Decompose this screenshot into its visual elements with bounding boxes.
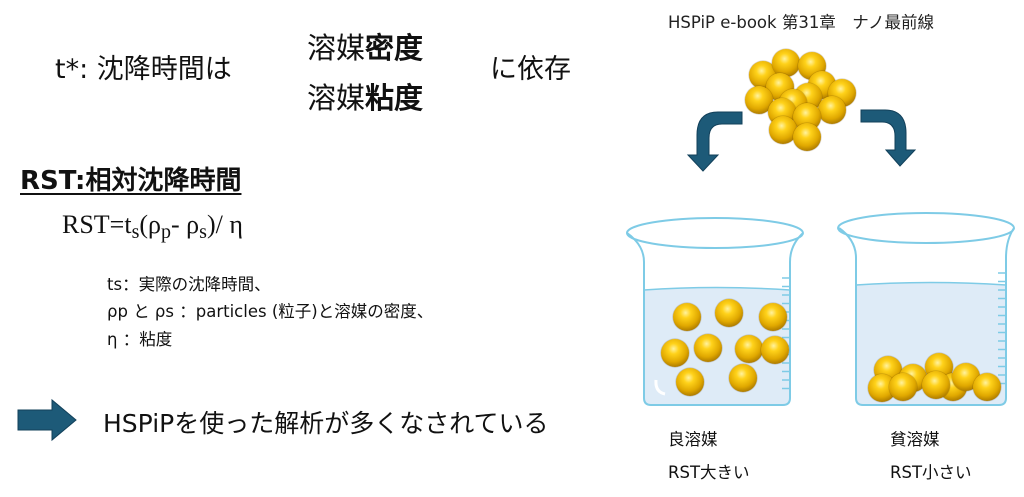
particle xyxy=(922,371,950,399)
particle xyxy=(761,336,789,364)
dependency-viscosity: 溶媒粘度 xyxy=(307,75,423,117)
note-density: ρp と ρs ：particles (粒子)と溶媒の密度、 xyxy=(107,302,434,321)
good-solvent-label: 良溶媒 xyxy=(668,430,718,449)
conclusion-text: HSPiPを使った解析が多くなされている xyxy=(103,409,549,438)
formula-sub: s xyxy=(199,221,207,243)
formula-sub: s xyxy=(131,221,140,243)
particle xyxy=(661,339,689,367)
dependency-density: 溶媒密度 xyxy=(307,25,423,67)
rst-title: RST:相対沈降時間 xyxy=(20,166,242,196)
particle xyxy=(772,49,800,77)
formula-sub: p xyxy=(161,221,172,243)
particle xyxy=(759,303,787,331)
dependency-viscosity-bold: 粘度 xyxy=(365,81,424,115)
particle xyxy=(676,368,704,396)
intro-prefix: t*: 沈降時間は xyxy=(55,54,232,85)
right-arrow-icon xyxy=(17,398,77,442)
poor-solvent-rst: RST小さい xyxy=(890,463,972,482)
particle xyxy=(715,299,743,327)
curved-arrow-left-icon xyxy=(686,111,743,172)
formula-part: - ρ xyxy=(171,210,200,239)
formula-part: (ρ xyxy=(139,210,162,239)
formula-part: )/ η xyxy=(206,210,243,239)
good-solvent-rst: RST大きい xyxy=(668,463,750,482)
particle xyxy=(769,116,797,144)
particle xyxy=(694,334,722,362)
dependency-density-plain: 溶媒 xyxy=(307,31,366,65)
particle xyxy=(735,335,763,363)
poor-solvent-label: 貧溶媒 xyxy=(890,430,940,449)
dependency-viscosity-plain: 溶媒 xyxy=(307,81,366,115)
rst-formula: RST=ts(ρp- ρs)/ η xyxy=(62,210,243,244)
formula-part: RST=t xyxy=(62,210,132,239)
source-header: HSPiP e-book 第31章 ナノ最前線 xyxy=(668,13,934,32)
particle xyxy=(973,373,1001,401)
note-viscosity: η ：粘度 xyxy=(107,330,173,349)
particle xyxy=(729,364,757,392)
particle xyxy=(889,373,917,401)
particle xyxy=(673,303,701,331)
curved-arrow-right-icon xyxy=(860,109,917,167)
particle xyxy=(818,96,846,124)
note-ts: ts：実際の沈降時間、 xyxy=(107,275,271,294)
particle xyxy=(793,123,821,151)
dependency-density-bold: 密度 xyxy=(365,31,424,65)
intro-suffix: に依存 xyxy=(490,54,571,85)
